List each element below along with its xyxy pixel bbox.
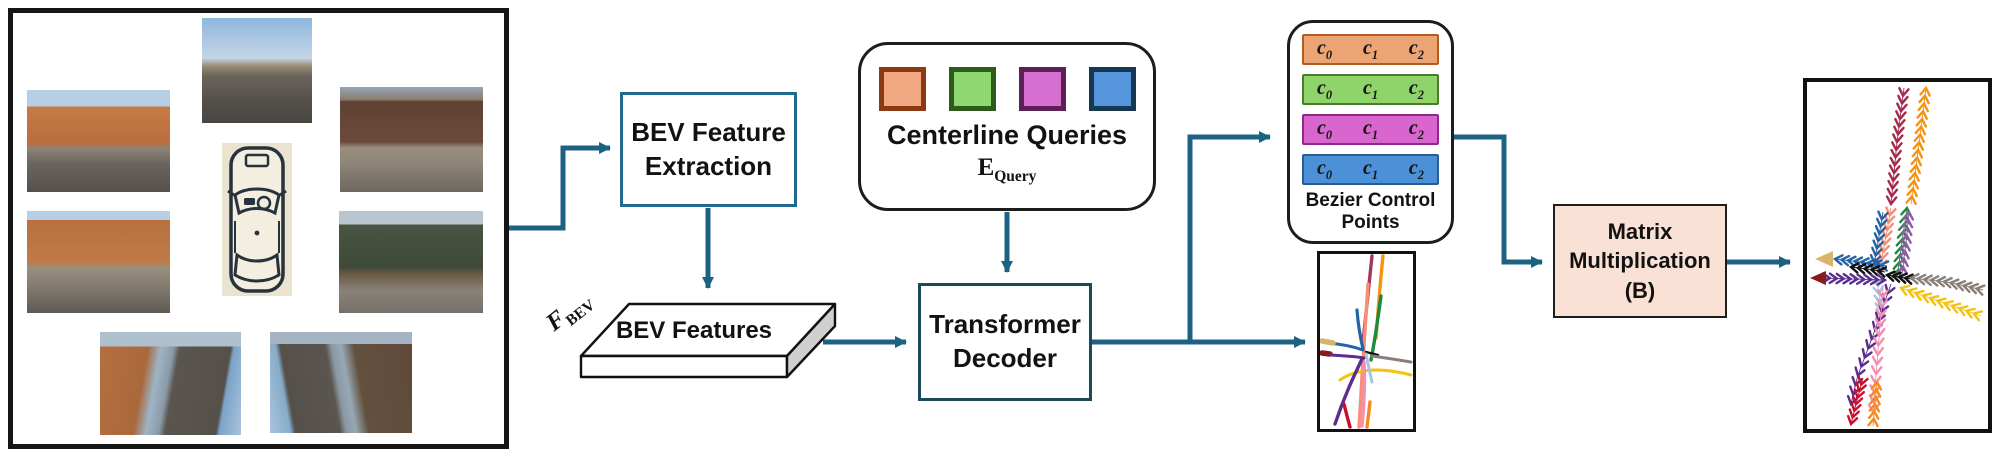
- query-square-blue: [1088, 67, 1136, 111]
- centerline-path: [1357, 282, 1370, 429]
- directed-centerline-chain: [1846, 283, 1896, 407]
- front-right-camera-photo: [340, 87, 483, 192]
- centerline-path: [1365, 400, 1372, 429]
- bezier-caption: Bezier Control Points: [1305, 190, 1436, 234]
- output-directed-centerlines-image: [1803, 78, 1992, 433]
- centerline-endpoint-blob: [1815, 251, 1833, 267]
- bev-extraction-label-line1: BEV Feature: [631, 117, 786, 148]
- control-point-label: c2: [1408, 156, 1424, 182]
- directed-centerline-chain: [1871, 277, 1886, 313]
- centerline-path: [1342, 402, 1352, 429]
- control-point-label: c2: [1408, 36, 1424, 62]
- centerline-path: [1320, 350, 1333, 357]
- back-left-camera-photo: [27, 211, 170, 313]
- directed-centerline-chain: [1905, 85, 1931, 206]
- connector-images-to-bev-extraction: [509, 142, 611, 231]
- control-point-label: c2: [1408, 116, 1424, 142]
- control-point-label: c2: [1408, 76, 1424, 102]
- front-camera-photo: [202, 18, 312, 123]
- multicamera-input-box: [8, 8, 509, 449]
- query-square-magenta: [1018, 67, 1066, 111]
- centerline-endpoint-blob: [1810, 271, 1826, 285]
- centerline-queries-title: Centerline Queries: [886, 120, 1128, 150]
- transformer-label-line2: Decoder: [952, 343, 1058, 373]
- directed-centerline-chain: [1884, 270, 1914, 285]
- control-point-label: c1: [1362, 116, 1379, 142]
- control-point-label: c1: [1362, 36, 1379, 62]
- back-camera-photo-2: [270, 332, 412, 433]
- bev-feature-extraction-box: BEV Feature Extraction: [620, 92, 797, 207]
- directed-centerline-chain: [1908, 272, 1986, 296]
- ego-car-top-view: [222, 143, 292, 296]
- centerline-path: [1360, 360, 1367, 428]
- centerline-path: [1333, 357, 1364, 426]
- centerline-path: [1364, 350, 1380, 357]
- matrix-label-line2: Multiplication: [1569, 248, 1711, 274]
- transformer-decoder-box: Transformer Decoder: [918, 283, 1092, 401]
- bezier-row-green: c0 c1 c2: [1302, 74, 1439, 105]
- matrix-label-line1: Matrix: [1607, 219, 1673, 245]
- centerline-path: [1338, 368, 1413, 382]
- back-camera-photo-1: [100, 332, 241, 435]
- front-left-camera-photo: [27, 90, 170, 192]
- centerline-path: [1370, 354, 1413, 364]
- centerline-path: [1364, 352, 1374, 384]
- matrix-label-line3: (B): [1624, 277, 1656, 303]
- directed-centerline-chain: [1898, 284, 1984, 322]
- directed-centerline-chain: [1848, 262, 1888, 278]
- directed-centerline-chain: [1874, 206, 1897, 277]
- centerline-path: [1369, 294, 1383, 362]
- bezier-row-blue: c0 c1 c2: [1302, 154, 1439, 185]
- query-color-squares: [878, 67, 1136, 111]
- control-point-label: c0: [1317, 76, 1333, 102]
- control-point-label: c0: [1317, 116, 1333, 142]
- directed-centerline-chain: [1867, 287, 1889, 415]
- directed-centerline-chain: [1832, 254, 1890, 272]
- control-point-label: c0: [1317, 156, 1333, 182]
- bezier-row-orange: c0 c1 c2: [1302, 34, 1439, 65]
- predicted-centerlines-image: [1317, 251, 1416, 432]
- equery-symbol: EQuery: [977, 154, 1037, 185]
- control-point-label: c1: [1362, 76, 1379, 102]
- centerline-path: [1320, 338, 1336, 346]
- directed-centerline-chain: [1885, 86, 1910, 207]
- centerline-path: [1329, 353, 1366, 360]
- centerline-queries-box: Centerline Queries EQuery: [858, 42, 1156, 211]
- bezier-control-points-box: c0 c1 c2 c0 c1 c2 c0 c1 c2 c0 c1 c2 Bezier Control …: [1287, 20, 1454, 244]
- directed-centerline-chain: [1867, 379, 1883, 428]
- control-point-label: c1: [1362, 156, 1379, 182]
- connector-bezier-to-matrix: [1453, 134, 1543, 268]
- bev-features-slab: [579, 302, 837, 379]
- query-square-green: [948, 67, 996, 111]
- bev-extraction-label-line2: Extraction: [644, 150, 773, 181]
- query-square-orange: [878, 67, 926, 111]
- transformer-label-line1: Transformer: [929, 309, 1081, 340]
- control-point-label: c0: [1317, 36, 1333, 62]
- directed-centerline-chain: [1821, 272, 1888, 286]
- directed-centerline-chain: [1846, 375, 1869, 427]
- directed-centerline-chain: [1896, 209, 1915, 276]
- bezier-row-magenta: c0 c1 c2: [1302, 114, 1439, 145]
- matrix-multiplication-box: Matrix Multiplication (B): [1553, 204, 1727, 318]
- back-right-camera-photo: [339, 211, 483, 313]
- centerline-path: [1355, 308, 1365, 351]
- bev-features-label: BEV Features: [615, 317, 773, 344]
- connector-transformer-to-bezier: [1187, 131, 1271, 342]
